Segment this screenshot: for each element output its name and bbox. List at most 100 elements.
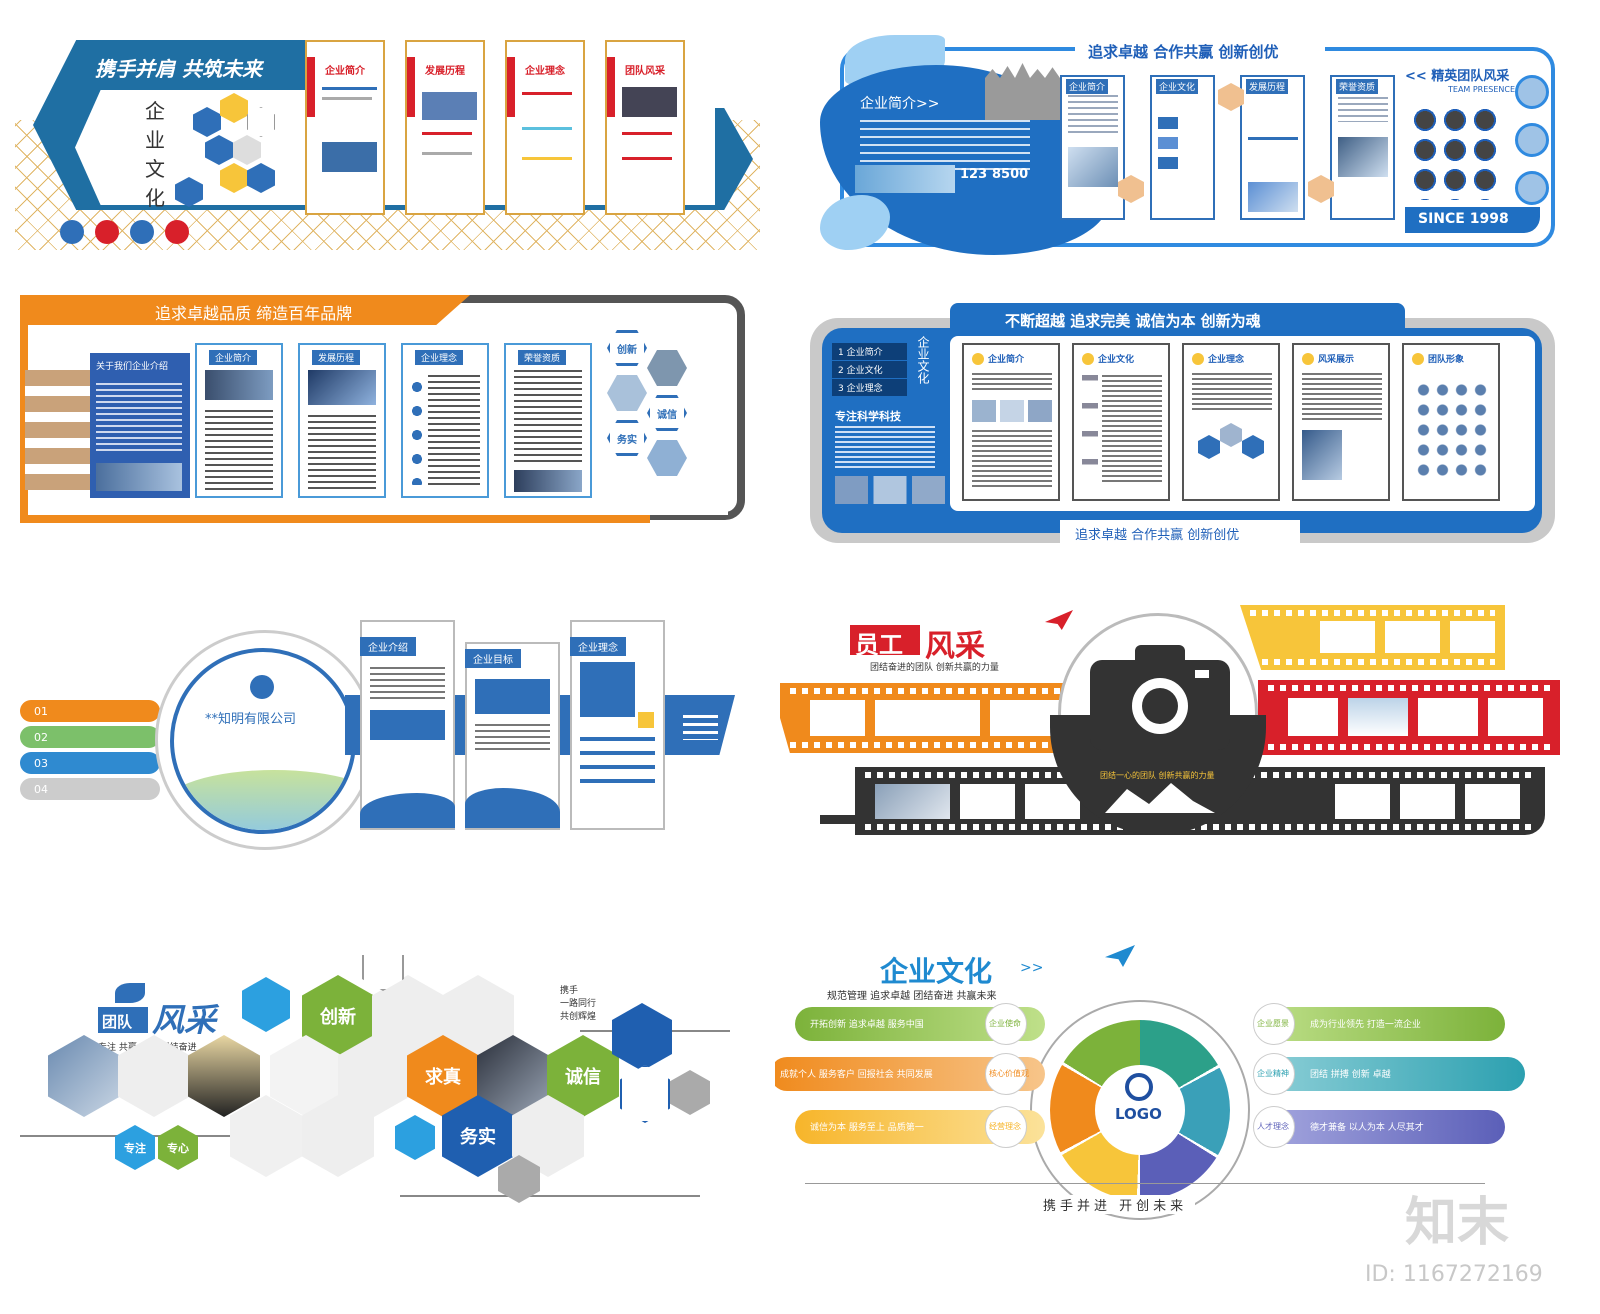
top-slogan: 追求卓越 合作共赢 创新创优 [1088,43,1279,61]
logo-icon [1125,1073,1153,1101]
doc-title: 企业目标 [465,649,521,668]
hex-accent [612,1003,672,1071]
film-strip-yellow [1240,605,1505,670]
doc-title: 企业理念 [415,350,464,365]
step-number: 02 [34,730,48,744]
bottom-slogan-bar [1060,520,1300,546]
text-lines [835,426,935,471]
title-arrows: >> [1020,960,1044,976]
dot-blue [130,220,154,244]
since-text: SINCE 1998 [1418,211,1509,227]
value-tag: 经营理念 [989,1122,1021,1131]
camera-icon [1090,645,1230,750]
tag-circle [985,1053,1027,1095]
value-text: 团结 拼搏 创新 卓越 [1310,1070,1391,1080]
tag-circle [1253,1053,1295,1095]
value-tag: 核心价值观 [989,1069,1029,1078]
subtitle: 团结奋进的团队 创新共赢的力量 [870,663,999,673]
orange-top-bar [20,295,470,327]
hex-badge [1118,175,1144,203]
bottom-line [805,1183,1485,1184]
tag-circle [1253,1003,1295,1045]
doc-panel: 发展历程 [298,343,386,498]
value-tag: 人才理念 [1257,1122,1289,1131]
value-text: 成为行业领先 打造一流企业 [1310,1020,1421,1030]
company-name: **知明有限公司 [205,712,297,727]
hex-photo [647,350,687,386]
blue-intro-block: 关于我们企业介绍 [90,353,190,498]
doc-title: 企业理念 [525,66,565,77]
doc-panel: 企业简介 [195,343,283,498]
focus-text: 专注科学科技 [835,410,901,423]
step-number: 01 [34,704,48,718]
doc-panel: 企业文化 [1072,343,1170,501]
value-bar [1255,1110,1505,1144]
film-strip-red [1258,680,1560,755]
watermark-id: ID: 1167272169 [1365,1262,1543,1287]
list-box: 1 企业简介 2 企业文化 3 企业理念 [832,343,912,403]
team-subtitle: TEAM PRESENCE [1448,85,1516,94]
lens-text: 团结一心的团队 创新共赢的力量 [1100,771,1215,780]
hex-accent [242,977,290,1032]
doc-panel: 企业理念 [570,620,665,830]
hex-label: 务实 [607,420,647,456]
title-b: 风采 [152,1001,217,1039]
sun-logo-icon [250,675,274,699]
panel-culture-4: 不断超越 追求完美 诚信为本 创新为魂 企业文化 1 企业简介 2 企业文化 3… [810,298,1560,548]
dot-red [165,220,189,244]
doc-title: 企业文化 [1098,355,1135,365]
intro-title: 企业简介>> [860,96,940,112]
paper-plane-icon [1105,945,1135,967]
doc-title: 企业简介 [325,66,365,77]
hex-tile [220,163,248,193]
panel-corporate-culture-1: 携手并肩 共筑未来 企 业 文 化 企业简介 发展历程 企业理念 [15,35,760,255]
hex-word-text: 务实 [460,1127,496,1148]
doc-title: 发展历程 [312,350,361,365]
stat-value: 123 [960,167,988,182]
step-pill: 02 [20,726,160,748]
menu-lines-icon [683,715,718,740]
doc-title: 风采展示 [1318,355,1355,365]
doc-panel: 风采展示 [1292,343,1390,501]
hex-tile [220,93,248,123]
hex-small-text: 专心 [167,1141,189,1155]
wood-stripes [25,370,90,490]
hex-badge [1308,175,1334,203]
hex-tile [193,107,221,137]
circuit-line [400,1195,700,1197]
side-line: 共创辉煌 [560,1012,597,1022]
doc-panel: 团队风采 [605,40,685,215]
inner-circle [170,648,356,834]
slogan-text: 不断超越 追求完美 诚信为本 创新为魂 [1005,312,1261,330]
title-box [98,1007,148,1033]
hex-accent [395,1115,435,1160]
step-number: 03 [34,756,48,770]
list-item: 3 企业理念 [832,379,907,396]
doc-panel: 企业文化 [1150,75,1215,220]
title: 企业文化 [880,955,993,988]
hex-outline [620,1065,670,1123]
list-item: 2 企业文化 [832,361,907,378]
subtitle: 规范管理 追求卓越 团结奋进 共赢未来 [827,991,997,1002]
vertical-char: 业 [145,128,165,152]
list-item: 1 企业简介 [832,343,907,360]
step-number: 04 [34,782,48,796]
panel-brand-3: 追求卓越品质 缔造百年品牌 关于我们企业介绍 企业简介 发展历程 企业理念 荣誉… [15,295,750,535]
dot-red [95,220,119,244]
doc-panel: 荣誉资质 [504,343,592,498]
doc-panel: 企业目标 [465,642,560,830]
value-tag: 企业愿景 [1257,1019,1289,1028]
doc-title: 团队风采 [625,66,665,77]
panel-culture-8: 企业文化 >> 规范管理 追求卓越 团结奋进 共赢未来 LOGO 开拓创新 追求… [775,945,1555,1245]
title-a: 团队 [102,1013,133,1031]
doc-title: 企业文化 [1156,79,1199,94]
hex-tile [205,135,233,165]
hex-tile [175,177,203,207]
doc-panel: 企业介绍 [360,620,455,830]
logo-text: LOGO [1115,1105,1162,1123]
slogan-text: 携手并肩 共筑未来 [95,57,262,81]
side-line: 携手 [560,986,579,996]
doc-title: 企业介绍 [360,637,416,656]
tag-circle [985,1003,1027,1045]
hex-small-text: 专注 [124,1141,146,1155]
